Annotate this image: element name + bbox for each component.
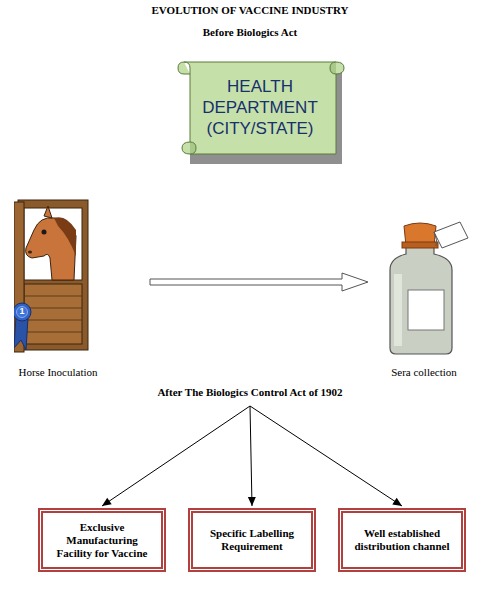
process-box: Specific Labelling Requirement (188, 508, 316, 572)
connector (250, 406, 402, 506)
heading-text: After The Biologics Control Act of 1902 (130, 386, 370, 398)
image-caption: Sera collection (368, 366, 480, 378)
arrow-head (248, 497, 256, 506)
scroll-body (178, 62, 344, 154)
arrow-line (102, 406, 250, 506)
connector (248, 406, 256, 506)
process-box: Exclusive Manufacturing Facility for Vac… (38, 508, 166, 572)
process-box: Well established distribution channel (338, 508, 466, 572)
arrow-line (250, 406, 252, 506)
box-text: Well established distribution channel (343, 525, 461, 555)
bottle-illustration (372, 218, 472, 358)
horse-illustration (14, 196, 100, 356)
scroll-curl (330, 62, 336, 74)
scroll-curl (190, 142, 196, 154)
hollow-arrow (150, 273, 368, 291)
section-heading: Before Biologics Act (0, 26, 500, 38)
box-text: Exclusive Manufacturing Facility for Vac… (43, 519, 161, 562)
arrow-head (102, 498, 112, 506)
connector (150, 273, 368, 291)
scroll-banner: HEALTH DEPARTMENT (CITY/STATE) (176, 54, 348, 168)
illustration-node: Horse Inoculation (10, 192, 150, 378)
banner-text: HEALTH DEPARTMENT (CITY/STATE) (196, 76, 324, 139)
connector (102, 406, 250, 506)
arrow-head (392, 498, 402, 506)
act-heading: After The Biologics Control Act of 1902 (130, 386, 370, 404)
arrow-line (250, 406, 402, 506)
illustration-node: Sera collection (368, 214, 480, 378)
box-text: Specific Labelling Requirement (193, 525, 311, 555)
image-caption: Horse Inoculation (10, 366, 106, 378)
ribbon-number: 1 (16, 306, 28, 316)
diagram-title: EVOLUTION OF VACCINE INDUSTRY (0, 4, 500, 16)
